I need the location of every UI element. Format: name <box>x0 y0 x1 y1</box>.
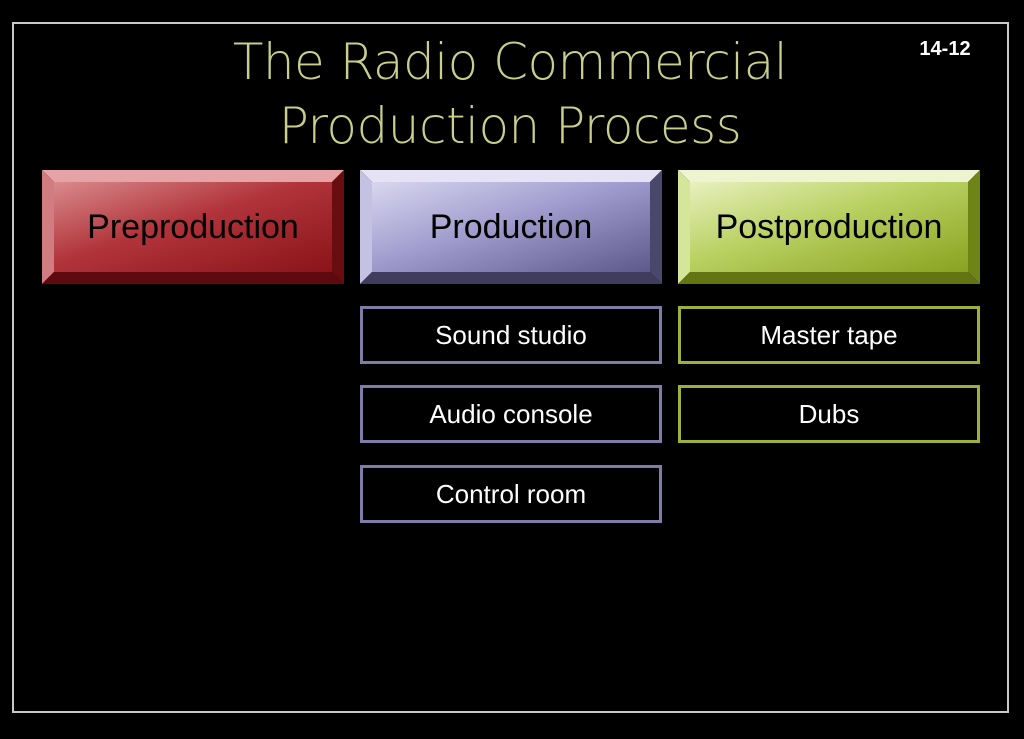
production-item-audio-console: Audio console <box>360 385 662 443</box>
stage-postproduction-bevel <box>678 170 980 284</box>
postproduction-item-dubs: Dubs <box>678 385 980 443</box>
slide-frame <box>12 22 1009 713</box>
slide-title: The Radio Commercial Production Process <box>130 30 890 158</box>
stage-preproduction-bevel <box>42 170 344 284</box>
slide-title-line-1: The Radio Commercial <box>232 33 788 91</box>
production-item-control-room: Control room <box>360 465 662 523</box>
stage-preproduction-label: Preproduction <box>87 207 299 246</box>
stage-preproduction: Preproduction <box>42 170 344 284</box>
postproduction-item-master-tape: Master tape <box>678 306 980 364</box>
production-item-sound-studio: Sound studio <box>360 306 662 364</box>
slide-number: 14-12 <box>919 38 971 60</box>
stage-production-label: Production <box>429 207 593 246</box>
stage-production: Production <box>360 170 662 284</box>
stage-postproduction: Postproduction <box>678 170 980 284</box>
stage-production-bevel <box>360 170 662 284</box>
stage-postproduction-label: Postproduction <box>715 207 943 246</box>
slide-title-line-2: Production Process <box>278 97 742 155</box>
